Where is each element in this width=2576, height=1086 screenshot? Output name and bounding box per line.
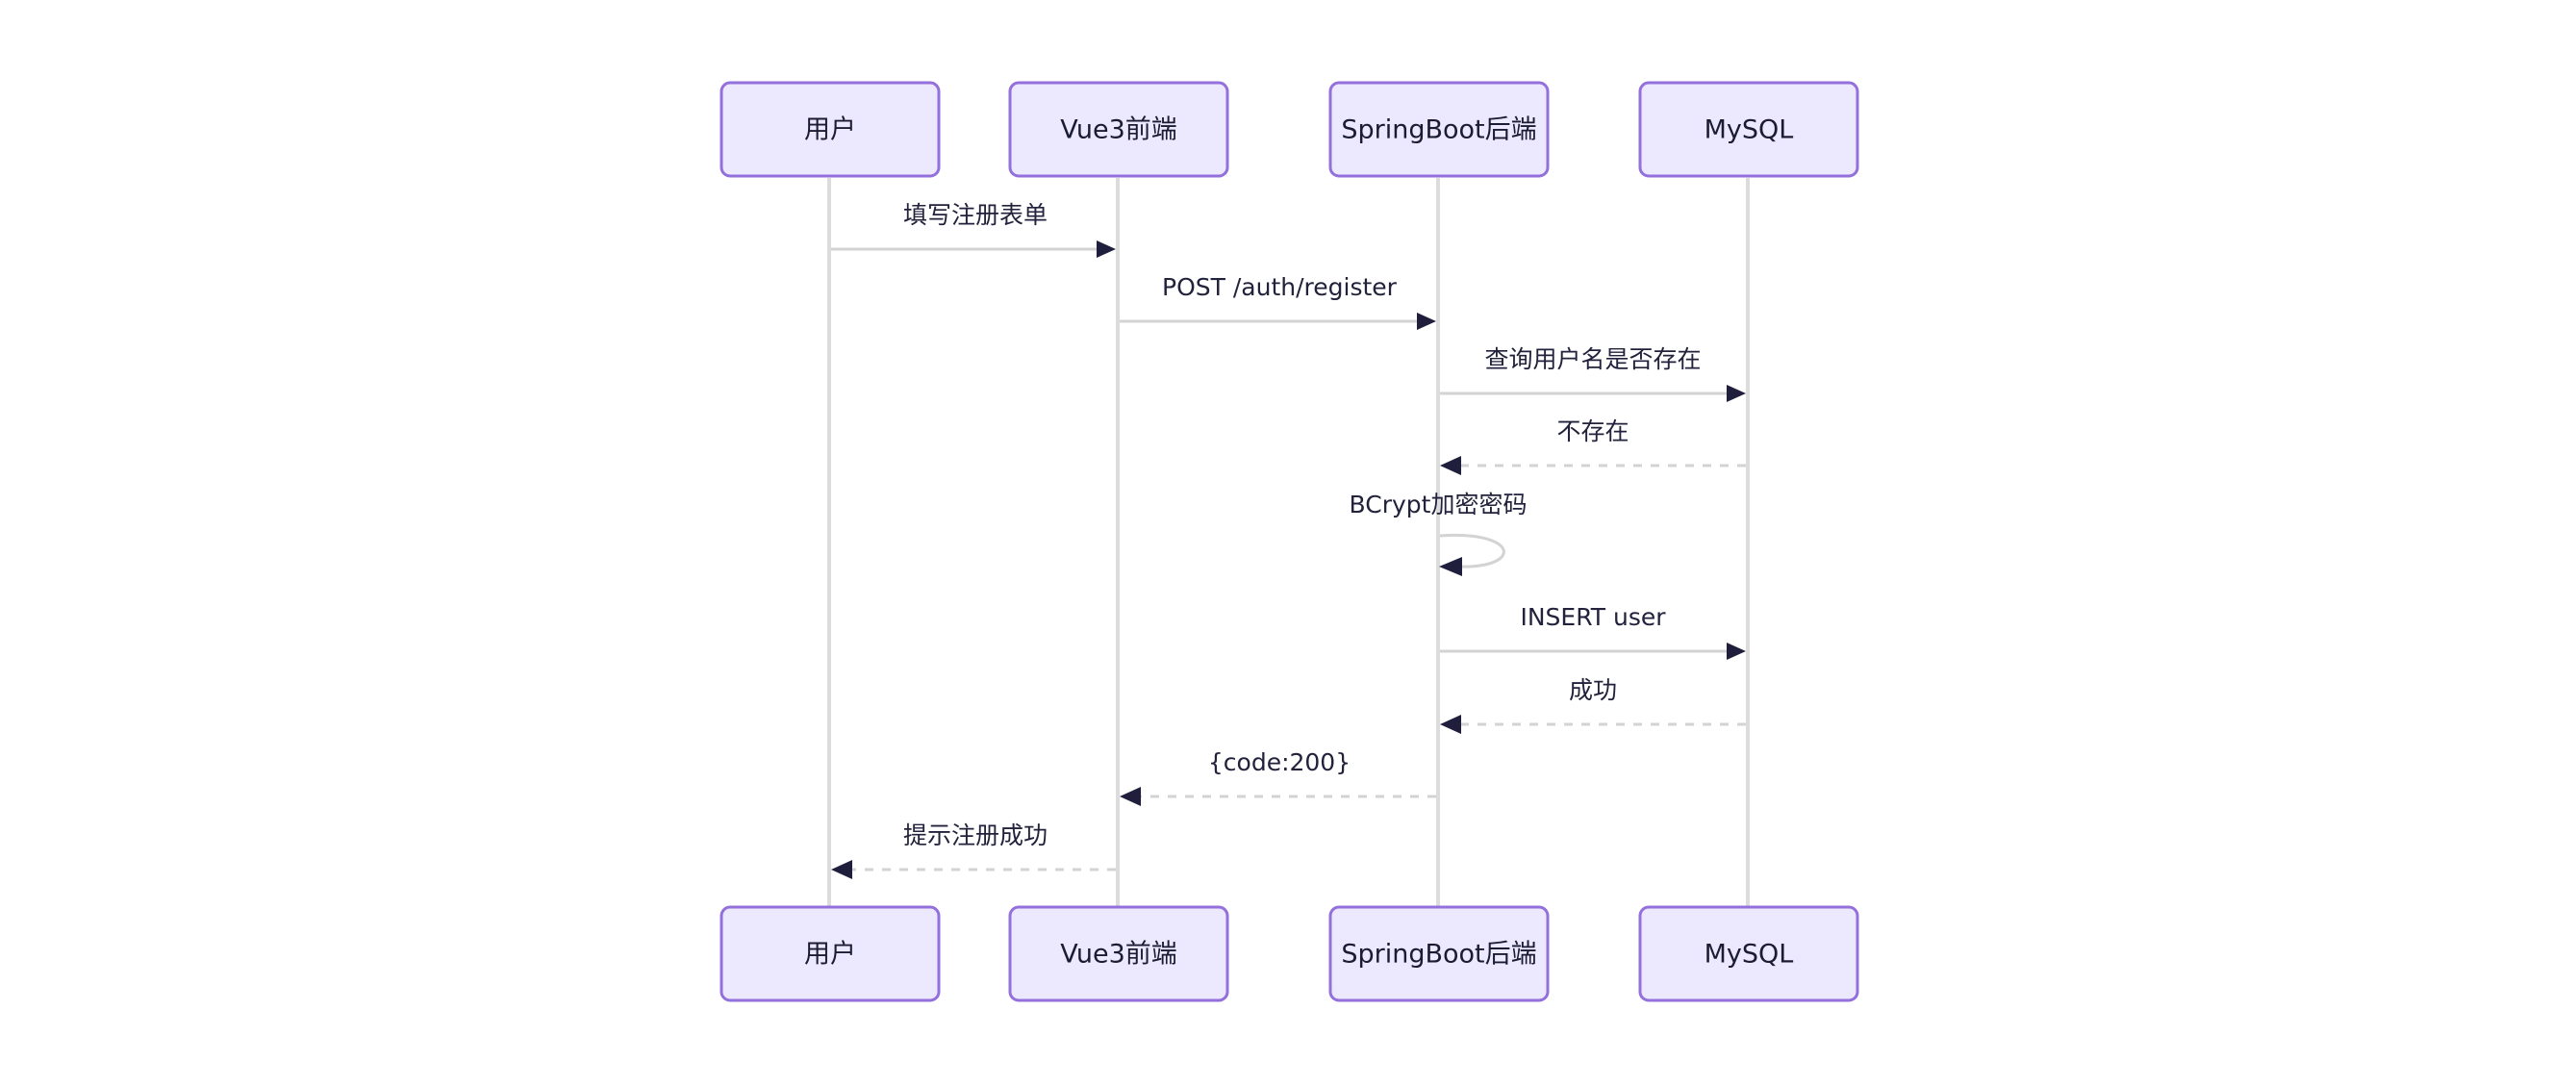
actor-label-backend: SpringBoot后端 [1341,115,1536,145]
message-self-loop-path-5 [1439,533,1505,568]
message-label-7: 成功 [1569,676,1617,704]
message-success[interactable]: 成功 [1440,676,1746,734]
message-label-2: POST /auth/register [1162,273,1398,301]
actor-footer-user[interactable]: 用户 [720,905,941,1002]
message-fill-register-form[interactable]: 填写注册表单 [831,201,1116,258]
message-label-3: 查询用户名是否存在 [1484,345,1701,373]
actor-label-db: MySQL [1705,115,1794,145]
message-not-exists[interactable]: 不存在 [1440,417,1746,475]
message-post-auth-register[interactable]: POST /auth/register [1120,273,1436,330]
actor-header-backend[interactable]: SpringBoot后端 [1328,81,1550,178]
message-notify-register-success[interactable]: 提示注册成功 [831,821,1116,879]
actor-box-backend[interactable] [1328,81,1550,178]
arrow-head-left-8 [1120,787,1141,806]
message-label-8: {code:200} [1208,748,1351,776]
message-label-5: BCrypt加密密码 [1350,491,1528,518]
actor-box-frontend-bottom[interactable] [1008,905,1229,1002]
arrow-head-right-6 [1727,643,1746,660]
arrow-head-right-2 [1417,313,1436,330]
actor-box-db-bottom[interactable] [1638,905,1859,1002]
arrow-head-right-3 [1727,385,1746,402]
actor-box-db[interactable] [1638,81,1859,178]
lifelines-group [827,178,1750,909]
actor-footer-frontend[interactable]: Vue3前端 [1008,905,1229,1002]
actor-label-backend-bottom: SpringBoot后端 [1341,940,1536,970]
message-query-username-exists[interactable]: 查询用户名是否存在 [1440,345,1746,402]
arrow-head-left-5 [1439,557,1462,576]
actor-label-db-bottom: MySQL [1705,940,1794,970]
arrow-head-left-9 [831,860,852,879]
actor-box-user-bottom[interactable] [720,905,941,1002]
arrow-head-left-4 [1440,456,1461,475]
actor-box-frontend[interactable] [1008,81,1229,178]
arrow-head-left-7 [1440,715,1461,734]
actor-box-user[interactable] [720,81,941,178]
arrow-head-right-1 [1097,240,1116,258]
message-label-1: 填写注册表单 [903,201,1048,229]
actor-footer-backend[interactable]: SpringBoot后端 [1328,905,1550,1002]
message-bcrypt-encrypt-password[interactable]: BCrypt加密密码 [1350,491,1528,576]
message-response-code-200[interactable]: {code:200} [1120,748,1436,806]
message-label-6: INSERT user [1520,603,1666,631]
actor-label-user: 用户 [804,115,856,145]
message-label-4: 不存在 [1556,417,1629,445]
actor-label-frontend: Vue3前端 [1060,115,1177,145]
message-insert-user[interactable]: INSERT user [1440,603,1746,660]
actor-header-user[interactable]: 用户 [720,81,941,178]
actor-header-db[interactable]: MySQL [1638,81,1859,178]
actor-label-frontend-bottom: Vue3前端 [1060,940,1177,970]
message-label-9: 提示注册成功 [903,821,1048,849]
actor-header-frontend[interactable]: Vue3前端 [1008,81,1229,178]
actor-footer-db[interactable]: MySQL [1638,905,1859,1002]
actor-label-user-bottom: 用户 [804,940,856,970]
actor-box-backend-bottom[interactable] [1328,905,1550,1002]
